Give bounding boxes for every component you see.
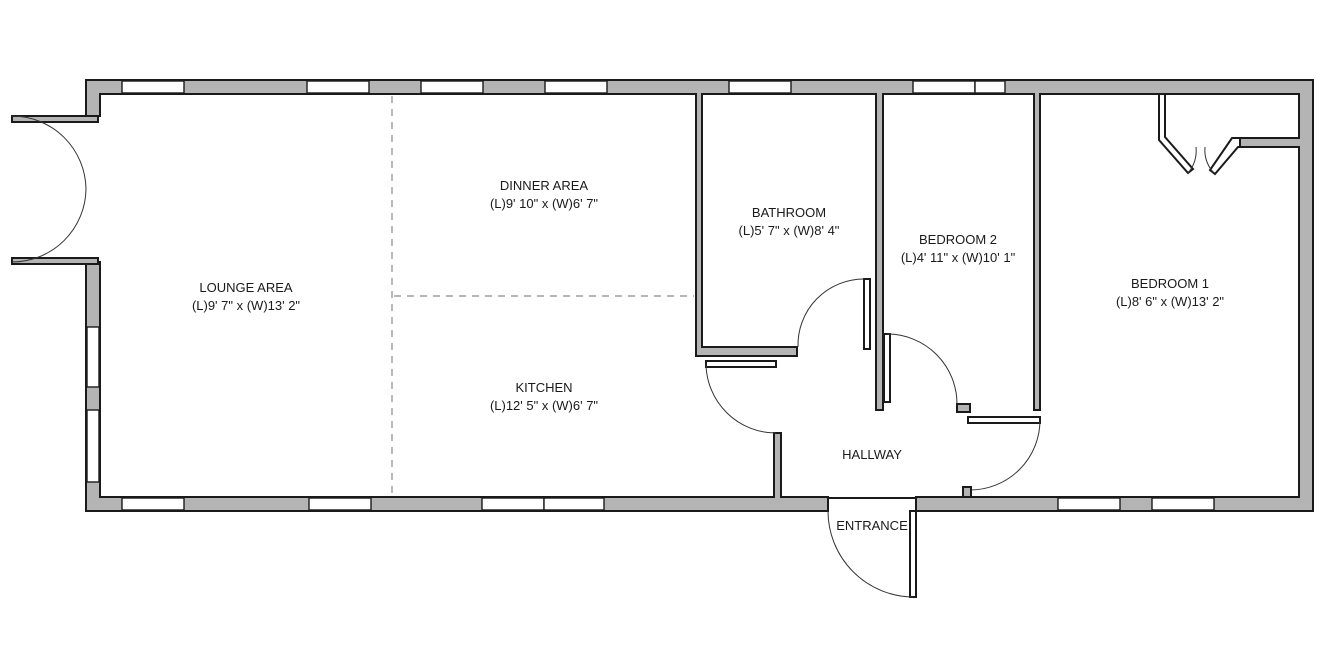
dinner-dims: (L)9' 10" x (W)6' 7" [490, 196, 598, 211]
zone-dividers [391, 96, 694, 496]
dinner-name: DINNER AREA [500, 178, 588, 193]
lounge-dims: (L)9' 7" x (W)13' 2" [192, 298, 300, 313]
entrance-door-swing [827, 510, 914, 598]
kitchen-door-swing [705, 363, 777, 434]
entrance-door-leaf [909, 510, 917, 598]
kitchen-door-leaf [705, 360, 777, 368]
window-dinner-top-2 [420, 80, 484, 94]
window-bedroom2-1 [912, 80, 976, 94]
kitchen-name: KITCHEN [515, 380, 572, 395]
bathroom-door-swing [797, 278, 865, 348]
bedroom1-name: BEDROOM 1 [1131, 276, 1209, 291]
window-lounge-side-1 [86, 326, 100, 388]
bathroom-door-leaf [863, 278, 871, 350]
bedroom1-dims: (L)8' 6" x (W)13' 2" [1116, 294, 1224, 309]
bedroom2-door-leaf [883, 333, 891, 403]
window-bedroom2-2 [974, 80, 1006, 94]
exterior-walls [11, 79, 1314, 512]
bedroom2-dims: (L)4' 11" x (W)10' 1" [901, 250, 1016, 265]
window-lounge-bottom [121, 497, 185, 511]
window-bathroom [728, 80, 792, 94]
lounge-french-door-swing [11, 115, 87, 263]
window-lounge-side-2 [86, 409, 100, 483]
window-kitchen-1 [481, 497, 545, 511]
room-labels: LOUNGE AREA (L)9' 7" x (W)13' 2" DINNER … [192, 178, 1224, 533]
bedroom1-door-swing [969, 419, 1041, 491]
bedroom2-name: BEDROOM 2 [919, 232, 997, 247]
bedroom2-door-swing [886, 333, 958, 405]
bathroom-name: BATHROOM [752, 205, 826, 220]
window-bedroom1-2 [1151, 497, 1215, 511]
kitchen-dims: (L)12' 5" x (W)6' 7" [490, 398, 598, 413]
window-lounge-top [121, 80, 185, 94]
window-lounge-bottom-2 [308, 497, 372, 511]
doors [11, 115, 1041, 598]
bathroom-dims: (L)5' 7" x (W)8' 4" [739, 223, 840, 238]
windows [86, 80, 1215, 511]
bedroom1-door-leaf [967, 416, 1041, 424]
window-dinner-top-1 [306, 80, 370, 94]
lounge-name: LOUNGE AREA [199, 280, 293, 295]
hallway-name: HALLWAY [842, 447, 902, 462]
window-bedroom1-1 [1057, 497, 1121, 511]
wardrobe [1158, 93, 1241, 176]
window-dinner-top-3 [544, 80, 608, 94]
window-kitchen-2 [543, 497, 605, 511]
entrance-name: ENTRANCE [836, 518, 908, 533]
